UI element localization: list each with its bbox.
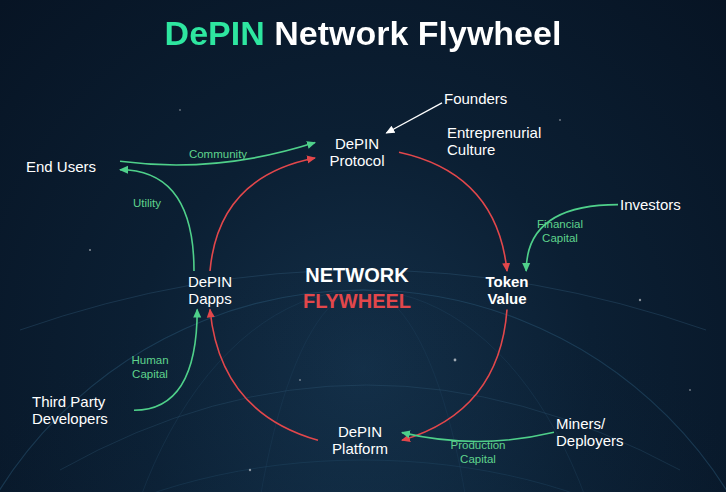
- title-bar: DePIN Network Flywheel: [0, 14, 726, 53]
- actor-label: Third Party Developers: [30, 391, 134, 430]
- actor-label: End Users: [24, 156, 120, 177]
- edge-label: Production Capital: [438, 439, 518, 467]
- edge-label: Community: [178, 148, 258, 162]
- flywheel-stage: DePIN Protocol: [315, 133, 399, 172]
- node-text: Token Value: [477, 273, 537, 308]
- node-text: End Users: [26, 158, 118, 175]
- node-text: Miners/ Deployers: [556, 415, 648, 450]
- globe-longitude: [103, 290, 623, 492]
- flywheel-stage: DePIN Platform: [318, 421, 402, 460]
- actor-label: Investors: [618, 194, 702, 215]
- edge-label: Utility: [117, 197, 177, 211]
- input-arrow: [120, 143, 315, 165]
- edge-label: Financial Capital: [525, 218, 595, 246]
- center-heading: FLYWHEEL: [257, 290, 457, 313]
- flywheel-arrow: [210, 158, 315, 271]
- flywheel-stage: Token Value: [475, 271, 539, 310]
- flywheel-arrow: [399, 152, 507, 271]
- node-text: DePIN Protocol: [317, 135, 397, 170]
- diagram-title: DePIN Network Flywheel: [165, 14, 562, 53]
- input-arrow: [120, 170, 194, 271]
- globe-latitude: [0, 460, 726, 492]
- actor-label: Founders: [442, 88, 526, 109]
- node-text: Founders: [444, 90, 524, 107]
- flywheel-stage: DePIN Dapps: [178, 271, 242, 310]
- edge-label: Human Capital: [120, 354, 180, 382]
- input-arrow: [386, 103, 442, 133]
- actor-label: Miners/ Deployers: [554, 413, 650, 452]
- flywheel-arrow: [402, 310, 507, 441]
- center-heading: NETWORK: [257, 264, 457, 287]
- orbit-arc: [60, 385, 680, 470]
- node-text: DePIN Dapps: [180, 273, 240, 308]
- globe-outline: [0, 290, 726, 492]
- star-field: [89, 109, 691, 471]
- node-text: Investors: [620, 196, 700, 213]
- node-text: DePIN Platform: [320, 423, 400, 458]
- globe-glow: [0, 250, 726, 492]
- note-text: Entreprenurial Culture: [447, 124, 577, 159]
- node-text: Third Party Developers: [32, 393, 132, 428]
- flywheel-arrow: [210, 310, 318, 441]
